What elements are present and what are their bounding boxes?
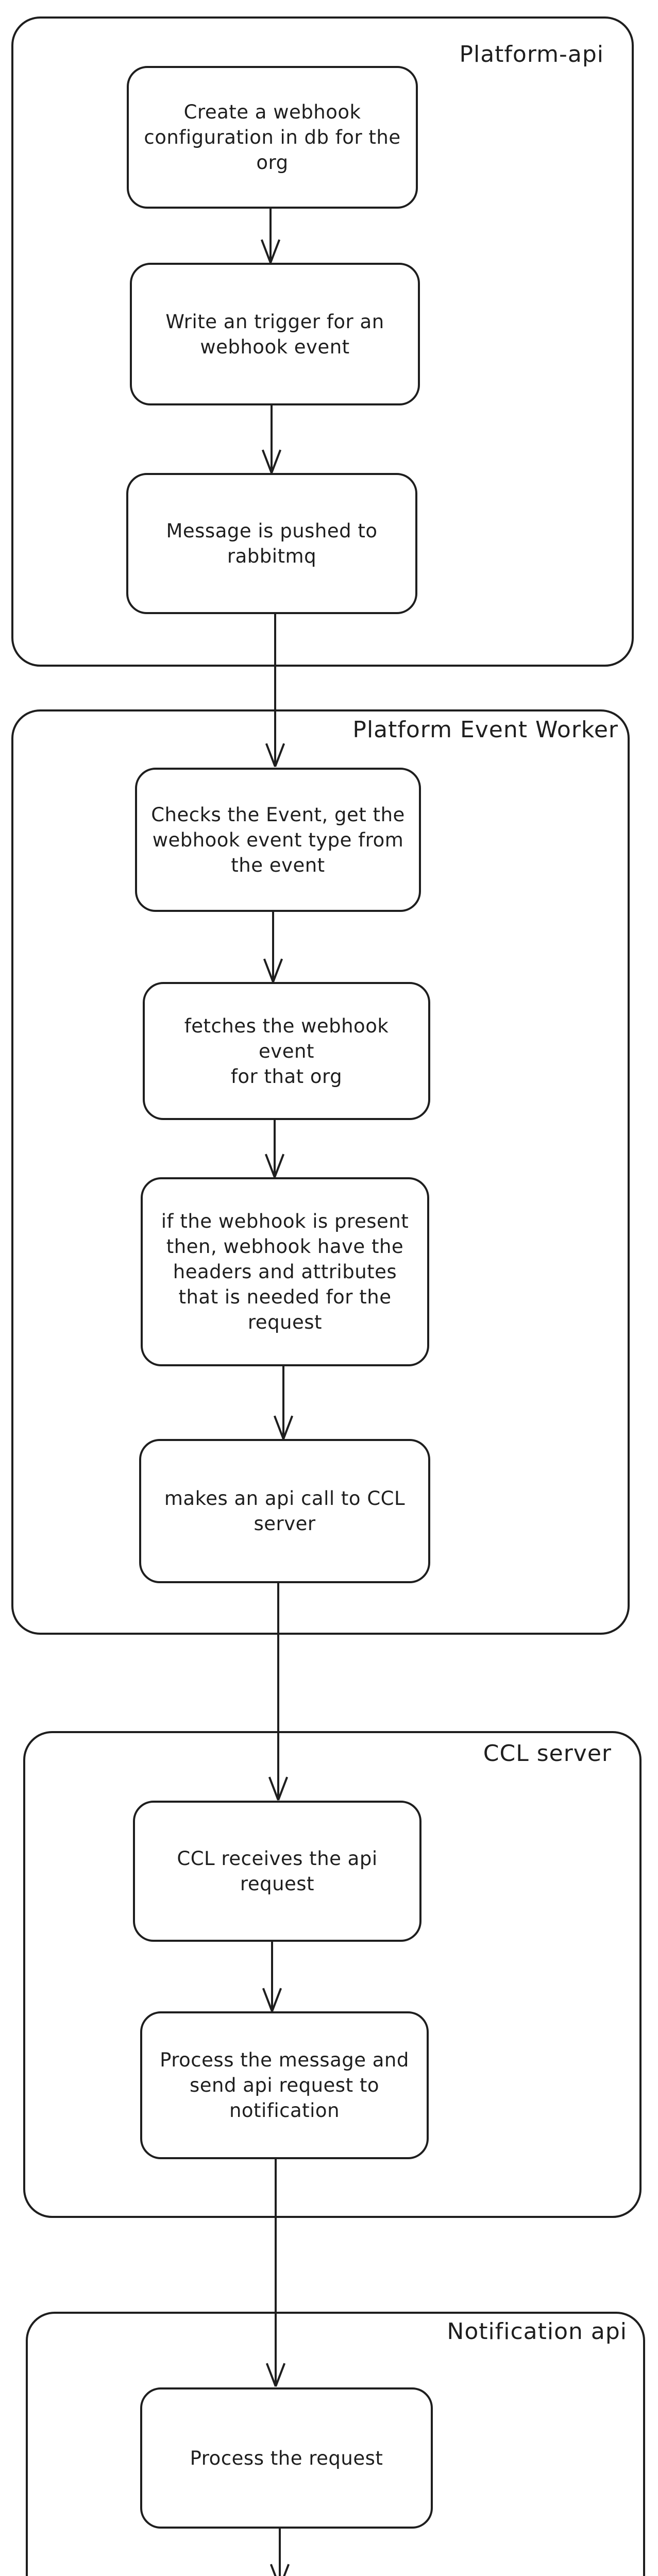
node-message-rabbitmq: Message is pushed to rabbitmq	[126, 473, 417, 614]
node-api-call-ccl: makes an api call to CCL server	[139, 1439, 430, 1583]
flow-arrow-3	[265, 614, 285, 767]
node-ccl-receives-request: CCL receives the api request	[133, 1801, 421, 1942]
flow-arrow-1	[260, 209, 281, 263]
flow-arrow-5	[264, 1120, 285, 1178]
container-label-platform-api: Platform-api	[459, 41, 604, 67]
flow-arrow-6	[273, 1366, 294, 1439]
node-fetch-webhook-event: fetches the webhook event for that org	[143, 982, 430, 1120]
container-label-notification-api: Notification api	[447, 2318, 627, 2345]
flow-arrow-4	[263, 912, 283, 982]
node-process-request: Process the request	[140, 2387, 433, 2529]
node-check-event-type: Checks the Event, get the webhook event …	[135, 768, 421, 912]
container-platform-api	[11, 16, 634, 667]
flow-arrow-2	[261, 405, 282, 473]
flow-arrow-8	[262, 1942, 282, 2012]
node-process-send-notification: Process the message and send api request…	[140, 2011, 429, 2159]
container-label-ccl-server: CCL server	[483, 1740, 612, 1767]
container-notification-api	[26, 2312, 645, 2576]
container-platform-event-worker	[11, 709, 630, 1635]
container-ccl-server	[23, 1731, 642, 2218]
node-write-trigger: Write an trigger for an webhook event	[130, 263, 420, 405]
flow-arrow-7	[268, 1583, 289, 1801]
flow-arrow-10	[269, 2529, 290, 2576]
flow-arrow-9	[265, 2159, 286, 2387]
node-create-webhook-config: Create a webhook configuration in db for…	[127, 66, 418, 209]
node-webhook-headers-attributes: if the webhook is present then, webhook …	[141, 1177, 429, 1366]
container-label-platform-event-worker: Platform Event Worker	[352, 717, 618, 743]
